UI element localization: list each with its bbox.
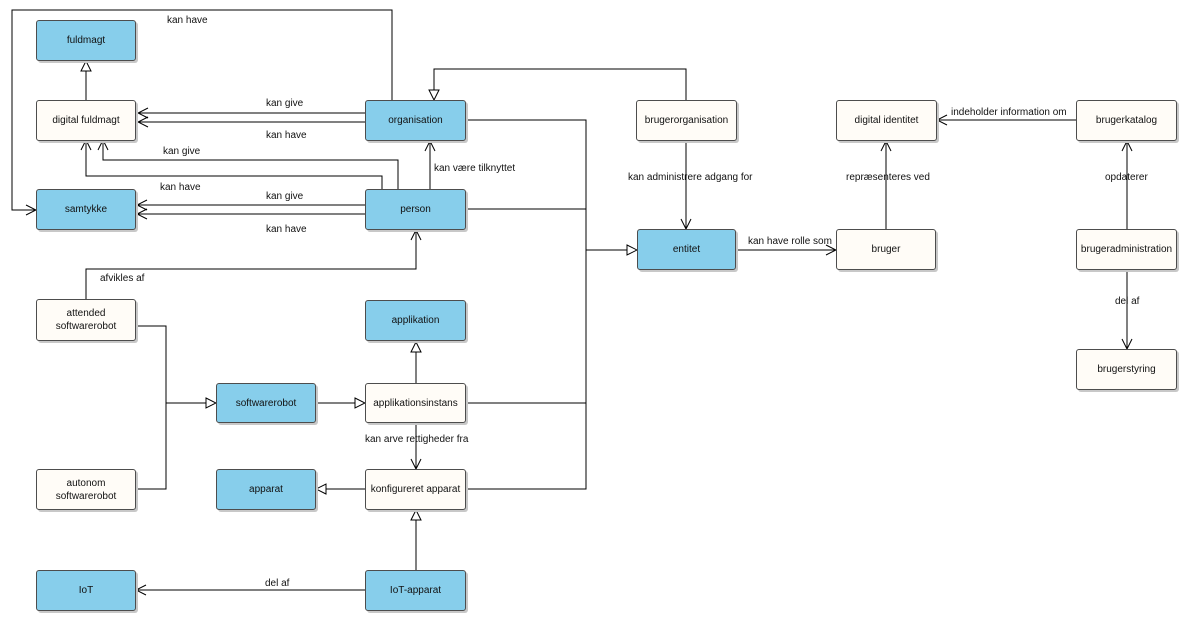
label-kan-have-top: kan have	[167, 15, 208, 26]
label-opdaterer: opdaterer	[1105, 172, 1148, 183]
edge-organisation-kan-have-samtykke	[11, 9, 393, 210]
label-repraesenteres-ved: repræsenteres ved	[846, 172, 930, 183]
node-konfigureret-apparat[interactable]: konfigureret apparat	[365, 469, 466, 510]
edge-attended-afvikles-af-person	[85, 230, 416, 299]
edge-konfigureret-entitet	[466, 403, 587, 490]
edge-person-kan-have-fuldmagt	[86, 140, 383, 189]
label-del-af-iot: del af	[265, 578, 290, 589]
node-samtykke[interactable]: samtykke	[36, 189, 136, 230]
node-brugerkatalog[interactable]: brugerkatalog	[1076, 100, 1177, 141]
node-applikationsinstans[interactable]: applikationsinstans	[365, 383, 466, 423]
label-kan-give-person: kan give	[163, 146, 201, 157]
node-fuldmagt[interactable]: fuldmagt	[36, 20, 136, 61]
node-brugerorganisation[interactable]: brugerorganisation	[636, 100, 737, 141]
label-kan-have-rolle: kan have rolle som	[748, 236, 832, 247]
edge-applikationsinstans-entitet	[466, 250, 587, 404]
node-organisation[interactable]: organisation	[365, 100, 466, 141]
label-kan-have-samtykke2: kan have	[266, 224, 307, 235]
label-kan-have-samtykke: kan have	[160, 182, 201, 193]
node-brugerstyring[interactable]: brugerstyring	[1076, 349, 1177, 390]
label-kan-administrere: kan administrere adgang for	[628, 172, 753, 183]
node-applikation[interactable]: applikation	[365, 300, 466, 341]
label-kan-arve: kan arve rettigheder fra	[365, 434, 469, 445]
node-digital-identitet[interactable]: digital identitet	[836, 100, 937, 141]
label-kan-give-samtykke: kan give	[266, 191, 304, 202]
edge-organisation-entitet	[466, 119, 587, 250]
edge-autonom-softwarerobot	[136, 403, 167, 490]
label-kan-have-org: kan have	[266, 130, 307, 141]
node-entitet[interactable]: entitet	[637, 229, 736, 270]
label-indeholder-information: indeholder information om	[951, 107, 1067, 118]
edge-attended-softwarerobot	[136, 325, 216, 403]
node-autonom-softwarerobot[interactable]: autonom softwarerobot	[36, 469, 136, 510]
edge-person-kan-give-fuldmagt	[103, 140, 399, 189]
label-kan-vaere-tilknyttet: kan være tilknyttet	[434, 163, 516, 174]
node-attended-softwarerobot[interactable]: attended softwarerobot	[36, 299, 136, 341]
node-iot-apparat[interactable]: IoT-apparat	[365, 570, 466, 611]
node-softwarerobot[interactable]: softwarerobot	[216, 383, 316, 423]
node-digital-fuldmagt[interactable]: digital fuldmagt	[36, 100, 136, 141]
edge-brugerorganisation-organisation	[434, 68, 687, 100]
label-del-af-styring: del af	[1115, 296, 1140, 307]
label-afvikles-af: afvikles af	[100, 273, 145, 284]
node-brugeradministration[interactable]: brugeradministration	[1076, 229, 1177, 270]
node-person[interactable]: person	[365, 189, 466, 230]
node-iot[interactable]: IoT	[36, 570, 136, 611]
node-bruger[interactable]: bruger	[836, 229, 936, 270]
label-kan-give-org: kan give	[266, 98, 304, 109]
node-apparat[interactable]: apparat	[216, 469, 316, 510]
